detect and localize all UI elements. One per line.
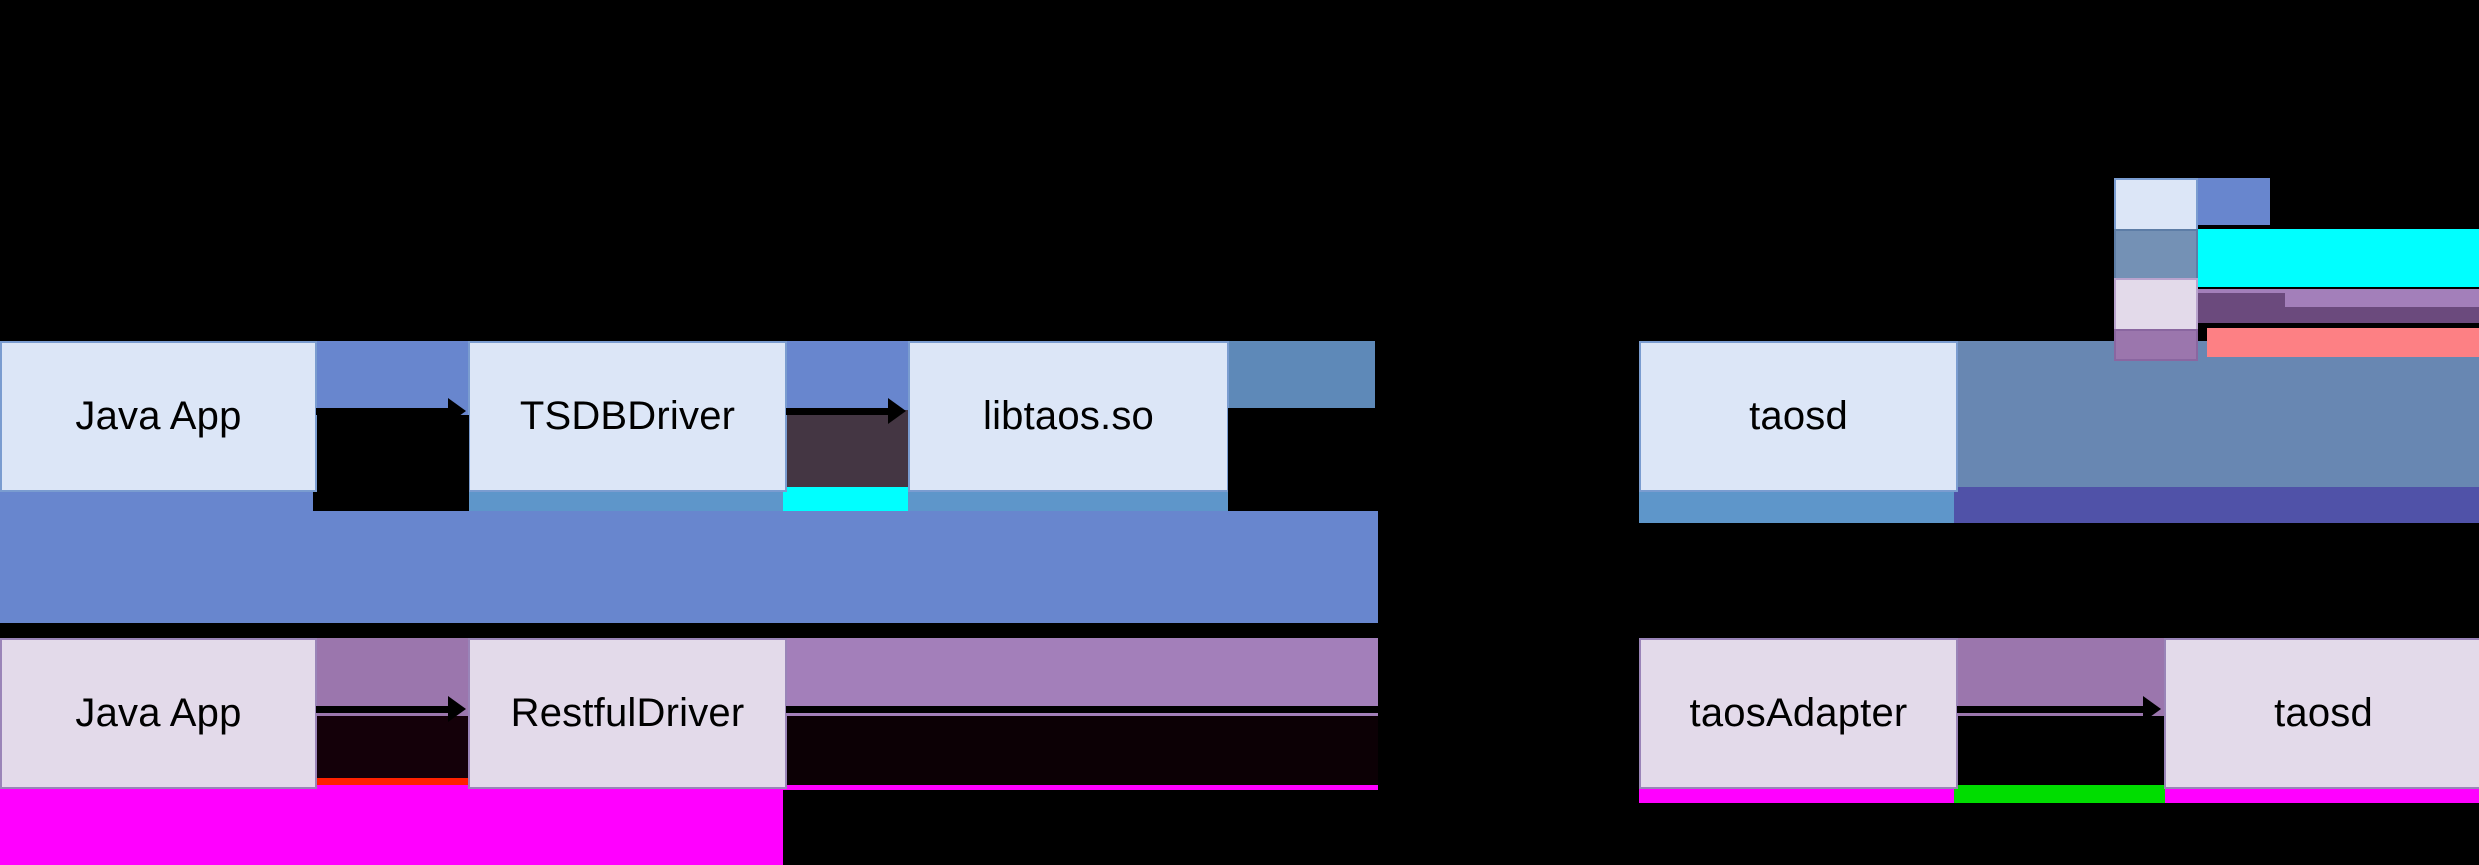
band-row2-wide-purple (783, 638, 1378, 716)
band-row1-wide-blue (0, 511, 1378, 623)
node-taosd-rest[interactable]: taosd (2164, 638, 2479, 789)
occluder-row1-b (1228, 415, 1376, 511)
arrow-line-javaapp-to-tsdbdriver (316, 408, 450, 415)
node-label: Java App (75, 691, 242, 735)
arrow-line-restfuldriver-to-taosadapter (786, 706, 1620, 713)
legend-swatch-2-icon (2114, 229, 2198, 282)
occluder-row1-c (1378, 341, 1639, 523)
node-label: RestfulDriver (510, 691, 745, 735)
legend-bar-cyan (2191, 229, 2479, 287)
band-row2-dark (783, 716, 1378, 790)
node-taos-adapter[interactable]: taosAdapter (1639, 638, 1958, 789)
band-row2-adapter-dark (1953, 716, 2165, 785)
band-row2-left-dark (313, 716, 468, 778)
legend-swatch-4-icon (2114, 329, 2198, 361)
node-label: taosAdapter (1689, 691, 1908, 735)
band-row2-magenta-adapter (1639, 785, 1954, 803)
band-row1-cyan (783, 487, 908, 511)
legend-bar-deep-purple (2191, 293, 2285, 323)
band-row1-right-big-steel (1954, 341, 2479, 487)
arrow-head-restfuldriver-to-taosadapter (1618, 696, 1636, 722)
node-label: taosd (2274, 691, 2373, 735)
occluder-row2-dark-right (783, 790, 1378, 865)
legend-bar-blue (2191, 178, 2270, 225)
arrow-line-taosadapter-to-taosd (1957, 706, 2145, 713)
arrow-head-tsdbdriver-to-libtaos (888, 398, 906, 424)
band-row2-adapter-green (1953, 785, 2165, 803)
node-tsdb-driver[interactable]: TSDBDriver (468, 341, 787, 492)
node-restful-driver[interactable]: RestfulDriver (468, 638, 787, 789)
arrow-line-tsdbdriver-to-libtaos (786, 408, 890, 415)
node-java-app-rest[interactable]: Java App (0, 638, 317, 789)
legend-bar-salmon (2207, 328, 2479, 357)
legend-swatch-3-icon (2114, 278, 2198, 333)
occluder-row1-a (317, 415, 469, 511)
band-row2-magenta-taosd (2165, 785, 2479, 803)
arrow-line-javaapp-to-restfuldriver (316, 706, 450, 713)
node-taosd-native[interactable]: taosd (1639, 341, 1958, 492)
arrow-head-taosadapter-to-taosd (2143, 696, 2161, 722)
node-java-app-native[interactable]: Java App (0, 341, 317, 492)
node-label: TSDBDriver (519, 394, 736, 438)
node-label: libtaos.so (983, 394, 1154, 438)
node-label: Java App (75, 394, 242, 438)
legend-bar-deep-purple-2 (2285, 307, 2479, 323)
legend-swatch-1-icon (2114, 178, 2198, 233)
band-row1-right-indigo (1954, 487, 2479, 523)
node-label: taosd (1749, 394, 1848, 438)
arrow-head-javaapp-to-restfuldriver (448, 696, 466, 722)
band-row1-taosd-underline (1639, 487, 1954, 523)
node-libtaos-so[interactable]: libtaos.so (908, 341, 1229, 492)
